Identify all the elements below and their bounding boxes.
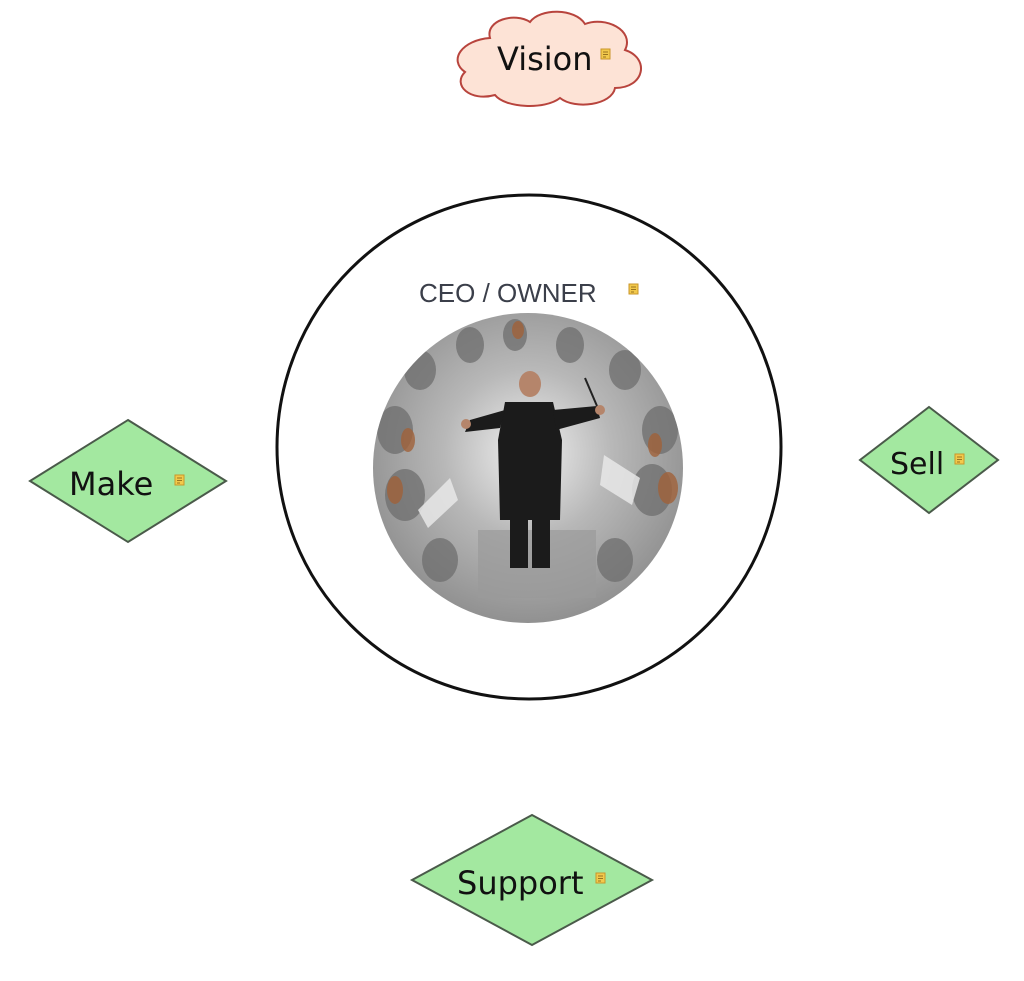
vision-label: Vision xyxy=(497,40,593,78)
sell-diamond-shape xyxy=(858,405,1000,515)
sell-node[interactable]: Sell xyxy=(858,405,1000,515)
vision-note-icon[interactable] xyxy=(600,48,611,60)
make-label: Make xyxy=(69,465,153,503)
vision-node[interactable]: Vision xyxy=(456,10,642,107)
support-label: Support xyxy=(457,864,584,902)
make-diamond-shape xyxy=(28,418,228,544)
ceo-owner-note-icon[interactable] xyxy=(628,283,639,295)
support-diamond-shape xyxy=(409,813,655,947)
ceo-owner-label: CEO / OWNER xyxy=(419,278,597,308)
support-note-icon[interactable] xyxy=(595,872,606,884)
make-note-icon[interactable] xyxy=(174,474,185,486)
sell-label: Sell xyxy=(890,447,944,482)
make-node[interactable]: Make xyxy=(28,418,228,544)
support-node[interactable]: Support xyxy=(409,813,655,947)
orchestra-conductor-photo xyxy=(373,313,683,623)
ceo-owner-node[interactable]: CEO / OWNER xyxy=(275,193,783,701)
vision-cloud-shape xyxy=(456,10,642,107)
sell-note-icon[interactable] xyxy=(954,453,965,465)
